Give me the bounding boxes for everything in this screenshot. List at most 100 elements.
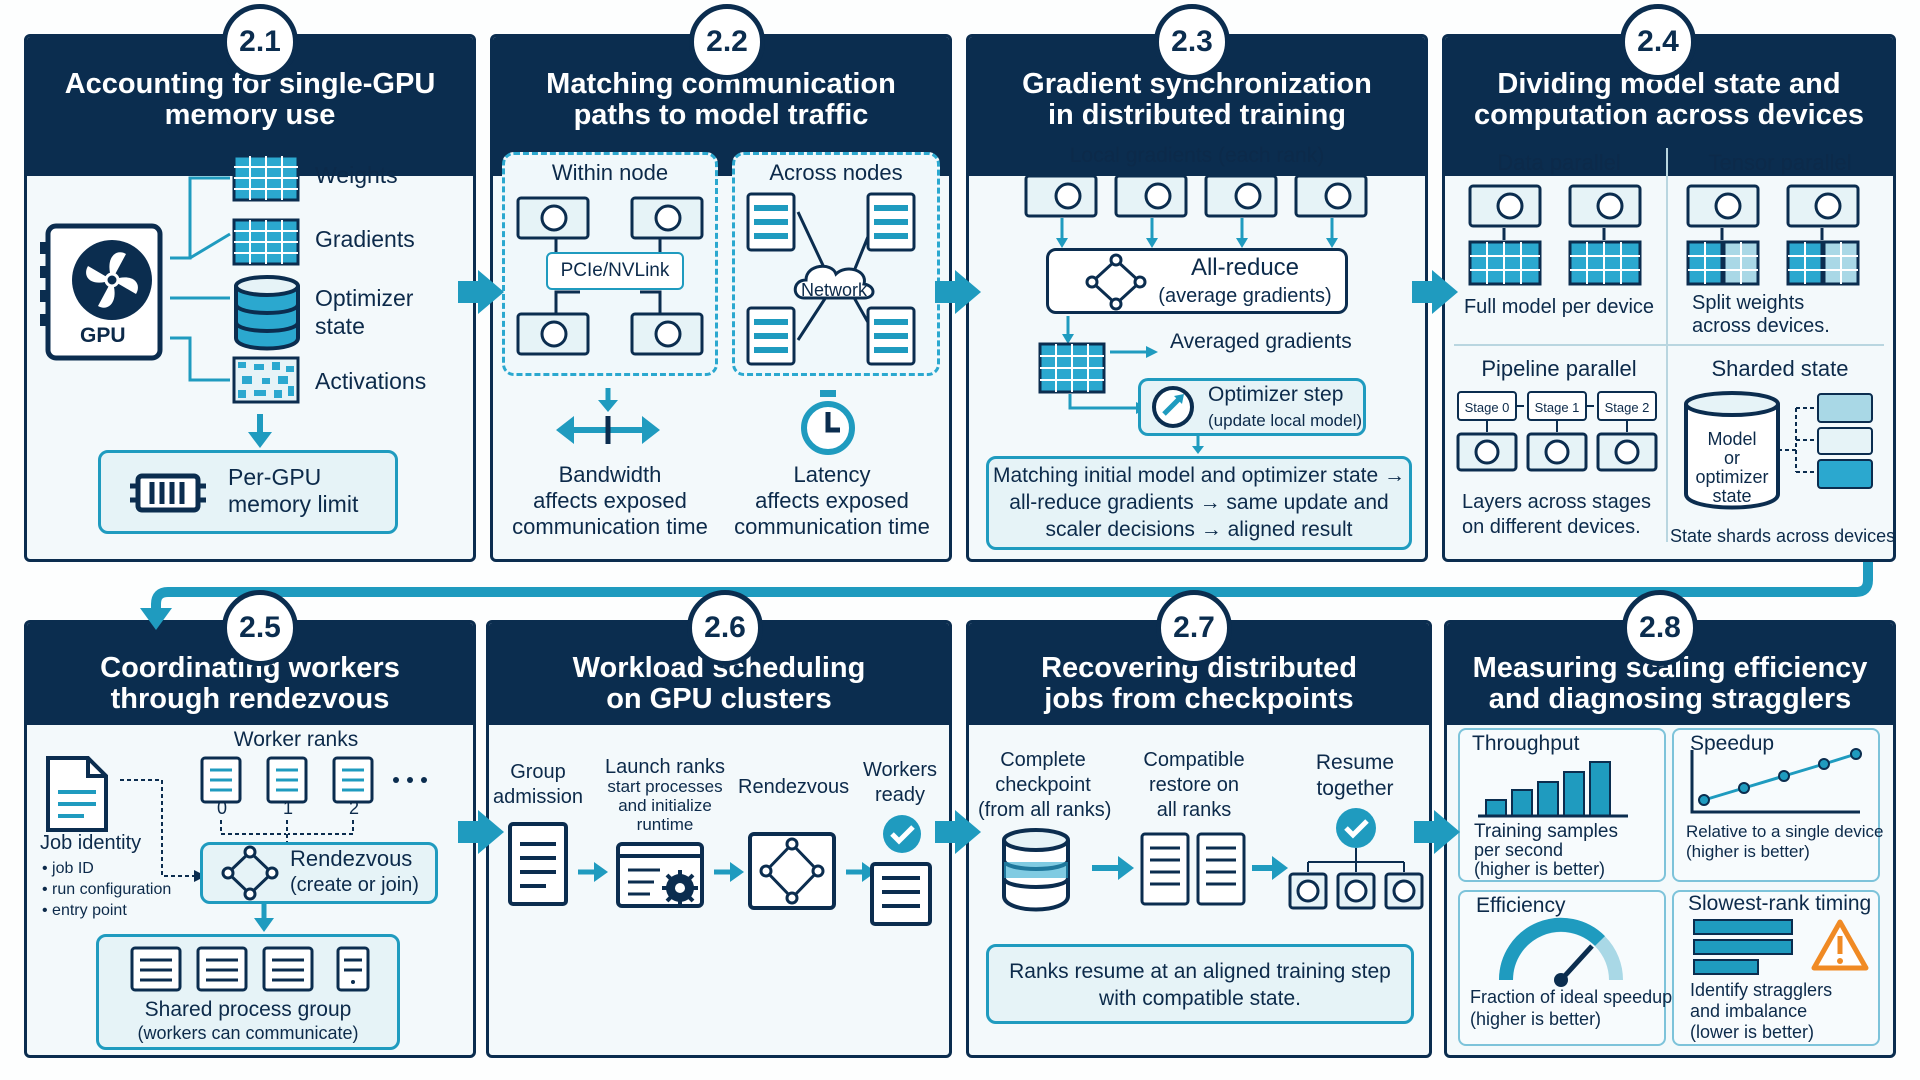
speedup-title: Speedup: [1690, 732, 1775, 755]
throughput-bars: [1478, 761, 1628, 818]
sharded-state-caption: State shards across devices: [1670, 526, 1896, 546]
network-label: Network: [800, 280, 867, 300]
speedup-caption: Relative to a single device(higher is be…: [1686, 822, 1884, 861]
throughput-title: Throughput: [1472, 732, 1580, 755]
data-parallel-caption: Full model per device: [1463, 296, 1655, 318]
flow-arrow: [935, 810, 981, 854]
stage0-label: Stage 0: [1464, 400, 1510, 415]
rendezvous-icon: [221, 845, 279, 901]
flow-arrow: [1414, 810, 1460, 854]
stopwatch-icon: [801, 390, 855, 455]
step-badge: 2.1: [222, 4, 298, 80]
worker-ranks-label: Worker ranks: [233, 728, 359, 751]
rendezvous-step-label: Rendezvous: [738, 776, 850, 798]
activations-icon: [232, 356, 300, 404]
activations-label: Activations: [315, 368, 427, 394]
step-badge: 2.6: [687, 590, 763, 666]
speedup-line: [1690, 748, 1862, 814]
step-badge: 2.8: [1622, 590, 1698, 666]
step-badge: 2.2: [689, 4, 765, 80]
local-gradients-label: Local gradients (each rank): [1069, 144, 1325, 167]
matching-state-box: [986, 456, 1412, 550]
rank-1-label: 1: [282, 798, 293, 818]
within-node-diagram: [516, 196, 704, 356]
sharded-state-label: Sharded state: [1711, 356, 1849, 381]
allreduce-icon: [1085, 253, 1147, 311]
scheduling-flow: [508, 815, 932, 926]
optimizer-step-icon: [1152, 386, 1194, 428]
pcie-box: [546, 252, 684, 290]
weights-label: Weights: [315, 162, 398, 188]
across-nodes-diagram: [746, 192, 916, 366]
flow-arrow: [458, 810, 504, 854]
memory-connectors: [170, 176, 231, 382]
job-identity-list: • job ID• run configuration• entry point: [42, 860, 172, 919]
within-node-label: Within node: [551, 160, 669, 185]
pipeline-parallel-label: Pipeline parallel: [1481, 356, 1637, 381]
down-arrow-icon: [1192, 436, 1204, 454]
stage2-label: Stage 2: [1604, 400, 1650, 415]
gpu-label: GPU: [80, 324, 126, 347]
worker-ranks-icons: [200, 756, 427, 846]
stage1-label: Stage 1: [1534, 400, 1580, 415]
pipeline-diagram: [1456, 391, 1658, 472]
efficiency-caption: Fraction of ideal speedup(higher is bett…: [1470, 987, 1673, 1029]
slowest-rank-bars: [1693, 919, 1869, 975]
rank-0-label: 0: [216, 798, 227, 818]
down-arrow-icon: [254, 904, 274, 932]
averaged-gradient-flow: [1038, 316, 1158, 414]
rank-gpus: [1024, 174, 1368, 248]
allreduce-label: All-reduce(average gradients): [1158, 254, 1332, 307]
efficiency-card: [1458, 890, 1666, 1046]
job-to-rendezvous-connector: [120, 779, 206, 882]
data-parallel-diagram: [1468, 184, 1642, 286]
tensor-parallel-diagram: [1686, 184, 1860, 286]
flow-arrow: [935, 270, 981, 314]
averaged-gradients-label: Averaged gradients: [1170, 330, 1352, 353]
bandwidth-icon: [556, 388, 660, 444]
efficiency-title: Efficiency: [1476, 894, 1566, 917]
shared-process-group-label: Shared process group(workers can communi…: [137, 998, 359, 1043]
memory-chip-icon: [130, 473, 206, 513]
step-badge: 2.3: [1154, 4, 1230, 80]
tensor-parallel-label: Tensor parallel: [1708, 150, 1852, 175]
divider: [1454, 344, 1884, 346]
optimizer-step-label: Optimizer step(update local model): [1208, 383, 1363, 430]
step-badge: 2.5: [222, 590, 298, 666]
down-arrow-icon: [248, 414, 272, 448]
flow-arrow: [1412, 270, 1458, 314]
data-parallel-label: Data parallel: [1497, 150, 1621, 175]
checkpoint-flow: [1002, 808, 1424, 912]
pcie-label: PCIe/NVLink: [560, 260, 670, 281]
flow-arrow: [458, 270, 504, 314]
process-group-icons: [130, 946, 370, 992]
efficiency-gauge: [1498, 917, 1623, 987]
rank-2-label: 2: [348, 798, 359, 818]
slowest-rank-title: Slowest-rank timing: [1688, 892, 1872, 915]
step-badge: 2.7: [1156, 590, 1232, 666]
job-document-icon: [46, 756, 108, 832]
resume-note-box: [986, 944, 1414, 1024]
resume-note-text: Ranks resume at an aligned training step…: [1009, 960, 1391, 1010]
sharded-state-diagram: [1684, 391, 1873, 510]
step-badge: 2.4: [1620, 4, 1696, 80]
speedup-card: [1672, 728, 1880, 882]
gradients-label: Gradients: [315, 226, 415, 252]
